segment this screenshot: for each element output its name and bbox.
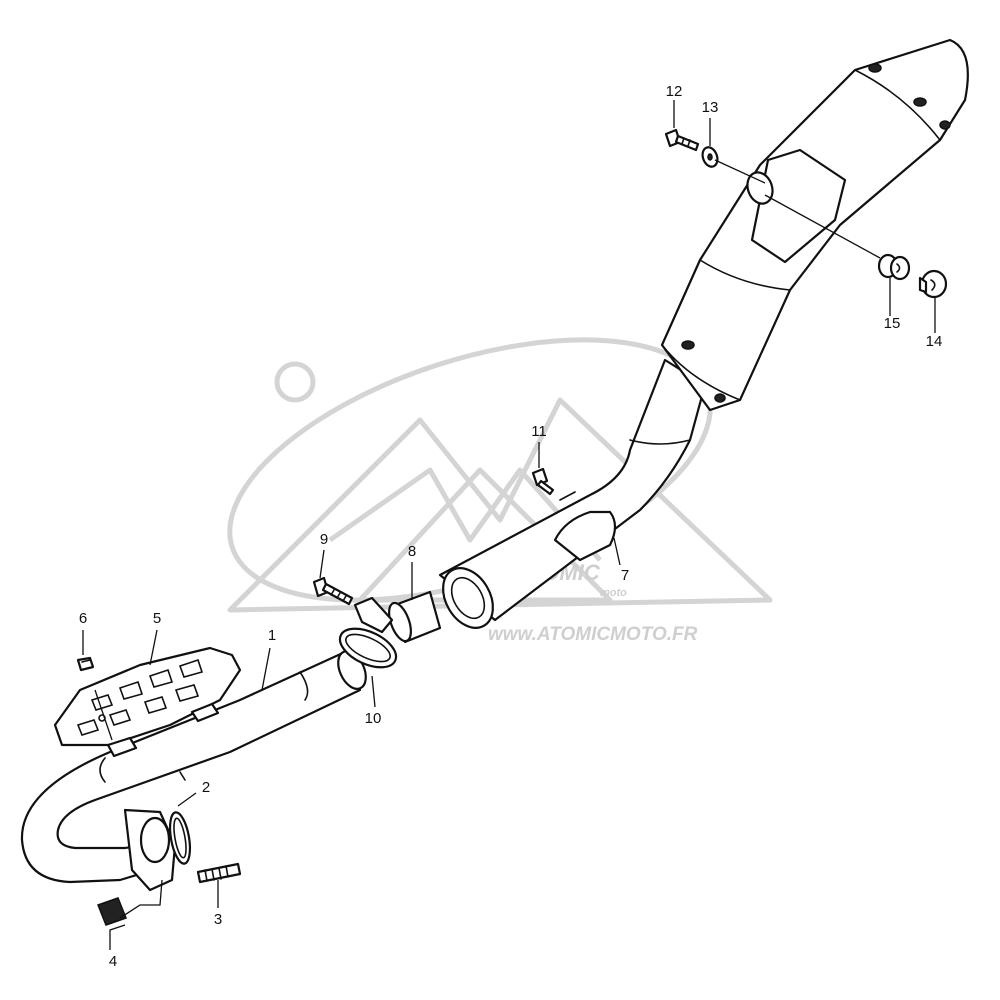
leader-lines: [82, 100, 936, 950]
callouts: 1 2 3 4 5 6 7 8 9 10 11 12 13 14 15: [79, 83, 943, 970]
watermark-url: www.ATOMICMOTO.FR: [488, 624, 698, 645]
part-3-stud: [196, 862, 242, 884]
part-15-collar: [877, 253, 911, 281]
part-11-bolt: [531, 467, 555, 496]
part-4-nut: [97, 897, 127, 926]
part-9-bolt: [312, 576, 354, 606]
callout-12: 12: [666, 83, 683, 100]
callout-4: 4: [109, 953, 117, 970]
part-12-bolt: [664, 128, 700, 152]
part-7-muffler: [438, 38, 969, 629]
callout-10: 10: [365, 710, 382, 727]
callout-3: 3: [214, 911, 222, 928]
watermark-sub: moto: [600, 587, 627, 599]
callout-13: 13: [702, 99, 719, 116]
callout-6: 6: [79, 610, 87, 627]
part-2-gasket: [168, 811, 192, 865]
part-10-clamp: [338, 596, 398, 669]
callout-8: 8: [408, 543, 416, 560]
callout-5: 5: [153, 610, 161, 627]
part-8-sleeve: [388, 590, 442, 644]
part-13-washer: [701, 146, 719, 168]
callout-7: 7: [621, 567, 629, 584]
callout-2: 2: [202, 779, 210, 796]
callout-15: 15: [884, 315, 901, 332]
part-1-header-pipe: [20, 650, 367, 892]
callout-14: 14: [926, 333, 943, 350]
part-6-nut: [76, 656, 95, 672]
callout-9: 9: [320, 531, 328, 548]
part-14-bolt: [918, 269, 948, 299]
callout-1: 1: [268, 627, 276, 644]
callout-11: 11: [531, 423, 547, 440]
part-5-heat-guard: [53, 646, 242, 758]
